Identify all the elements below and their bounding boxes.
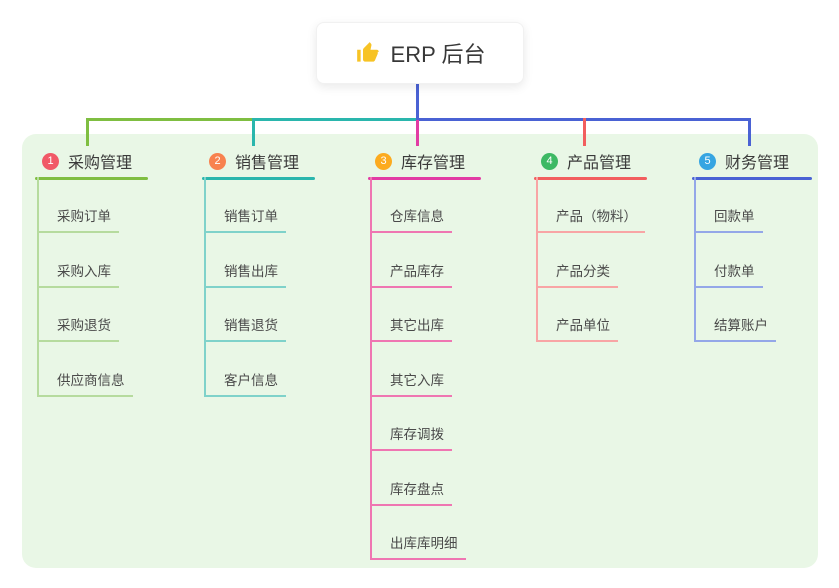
node-customer-info[interactable]: 客户信息 <box>204 372 286 397</box>
branch-sales: 2 销售管理 销售订单 销售出库 销售退货 客户信息 <box>202 148 315 397</box>
node-settlement-account[interactable]: 结算账户 <box>694 317 776 342</box>
branch-product-title[interactable]: 4 产品管理 <box>534 148 647 174</box>
branch-number-badge: 2 <box>209 152 226 170</box>
branch-label: 销售管理 <box>235 155 300 172</box>
root-node[interactable]: ERP 后台 <box>316 22 524 84</box>
node-sales-order[interactable]: 销售订单 <box>204 208 286 233</box>
node-other-inbound[interactable]: 其它入库 <box>370 372 452 397</box>
connector-root-drop <box>416 82 419 121</box>
branch-finance-title[interactable]: 5 财务管理 <box>692 148 812 174</box>
mindmap-background-panel <box>22 134 818 568</box>
branch-number-badge: 1 <box>42 152 59 170</box>
branch-child-line <box>536 177 538 342</box>
branch-underline <box>368 177 481 180</box>
branch-product: 4 产品管理 产品（物料） 产品分类 产品单位 <box>534 148 647 342</box>
node-outbound-detail[interactable]: 出库库明细 <box>370 535 466 560</box>
branch-sales-title[interactable]: 2 销售管理 <box>202 148 315 174</box>
node-sales-return[interactable]: 销售退货 <box>204 317 286 342</box>
branch-label: 产品管理 <box>567 155 632 172</box>
node-other-outbound[interactable]: 其它出库 <box>370 317 452 342</box>
node-product-material[interactable]: 产品（物料） <box>536 208 645 233</box>
branch-underline <box>35 177 148 180</box>
branch-finance: 5 财务管理 回款单 付款单 结算账户 <box>692 148 812 342</box>
branch-inventory: 3 库存管理 仓库信息 产品库存 其它出库 其它入库 库存调拨 库存盘点 出库库… <box>368 148 481 560</box>
connector-h-sales <box>252 118 418 121</box>
node-stock-count[interactable]: 库存盘点 <box>370 481 452 506</box>
connector-h-purchase <box>86 118 254 121</box>
node-warehouse-info[interactable]: 仓库信息 <box>370 208 452 233</box>
branch-purchase: 1 采购管理 采购订单 采购入库 采购退货 供应商信息 <box>35 148 148 397</box>
connector-drop-finance <box>748 118 751 146</box>
node-product-unit[interactable]: 产品单位 <box>536 317 618 342</box>
branch-label: 采购管理 <box>68 155 133 172</box>
branch-inventory-title[interactable]: 3 库存管理 <box>368 148 481 174</box>
branch-underline <box>692 177 812 180</box>
node-purchase-order[interactable]: 采购订单 <box>37 208 119 233</box>
branch-purchase-title[interactable]: 1 采购管理 <box>35 148 148 174</box>
branch-underline <box>534 177 647 180</box>
node-payment-bill[interactable]: 付款单 <box>694 263 763 288</box>
branch-number-badge: 5 <box>699 152 716 170</box>
branch-child-line <box>694 177 696 342</box>
node-purchase-return[interactable]: 采购退货 <box>37 317 119 342</box>
connector-drop-product <box>583 118 586 146</box>
branch-number-badge: 4 <box>541 152 558 170</box>
node-sales-outbound[interactable]: 销售出库 <box>204 263 286 288</box>
connector-drop-sales <box>252 118 255 146</box>
connector-drop-purchase <box>86 118 89 146</box>
node-purchase-inbound[interactable]: 采购入库 <box>37 263 119 288</box>
root-label: ERP 后台 <box>390 42 486 67</box>
branch-number-badge: 3 <box>375 152 392 170</box>
branch-label: 财务管理 <box>725 155 790 172</box>
thumbs-up-icon <box>356 42 379 62</box>
branch-child-line <box>370 177 372 560</box>
node-supplier-info[interactable]: 供应商信息 <box>37 372 133 397</box>
node-stock-transfer[interactable]: 库存调拨 <box>370 426 452 451</box>
branch-underline <box>202 177 315 180</box>
connector-drop-inventory <box>416 120 419 146</box>
node-product-stock[interactable]: 产品库存 <box>370 263 452 288</box>
branch-label: 库存管理 <box>401 155 466 172</box>
node-product-category[interactable]: 产品分类 <box>536 263 618 288</box>
node-receipt-bill[interactable]: 回款单 <box>694 208 763 233</box>
